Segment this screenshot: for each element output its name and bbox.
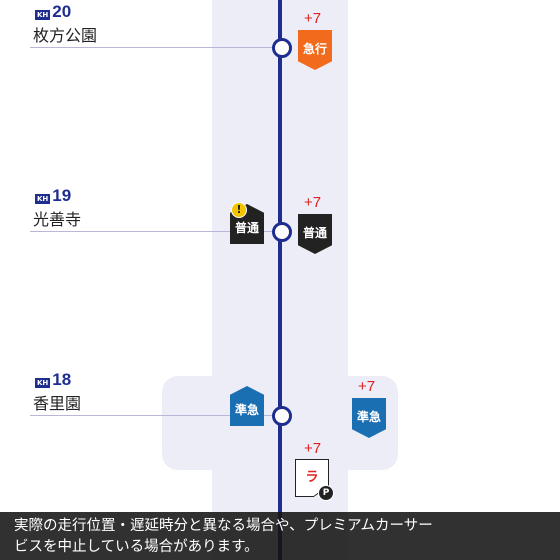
station-code-kh19: KH 19	[35, 186, 72, 205]
delay-label: +7	[304, 440, 322, 457]
delay-label: +7	[304, 10, 322, 27]
station-marker-kh19[interactable]	[272, 222, 292, 242]
station-number: 19	[52, 186, 72, 205]
station-marker-kh18[interactable]	[272, 406, 292, 426]
station-number: 18	[52, 370, 72, 389]
train-semi-express-up[interactable]: 準急	[230, 386, 264, 426]
train-type-label: 準急	[356, 409, 381, 424]
station-marker-kh20[interactable]	[272, 38, 292, 58]
station-code-kh20: KH 20	[35, 2, 72, 21]
notice-line-2: ビスを中止している場合があります。	[14, 539, 259, 555]
notice-banner: 実際の走行位置・遅延時分と異なる場合や、プレミアムカーサー ビスを中止している場…	[0, 512, 560, 560]
station-divider	[30, 231, 280, 232]
train-express[interactable]: 急行	[298, 30, 332, 70]
notice-line-1: 実際の走行位置・遅延時分と異なる場合や、プレミアムカーサー	[14, 518, 433, 534]
station-code-kh18: KH 18	[35, 370, 72, 389]
delay-label: +7	[304, 194, 322, 211]
station-number: 20	[52, 2, 72, 21]
rail-line	[278, 0, 282, 560]
train-local-down[interactable]: 普通	[298, 214, 332, 254]
premium-car-icon: P	[318, 485, 334, 501]
line-code-badge: KH	[35, 194, 51, 204]
delay-label: +7	[358, 378, 376, 395]
warning-icon: !	[231, 202, 247, 218]
station-name-hirakatakoen[interactable]: 枚方公園	[33, 26, 98, 45]
line-code-badge: KH	[35, 10, 51, 20]
line-code-badge: KH	[35, 378, 51, 388]
station-name-korien[interactable]: 香里園	[33, 394, 82, 413]
train-type-label: 普通	[234, 220, 259, 235]
train-semi-express-down[interactable]: 準急	[352, 398, 386, 438]
train-type-label: 準急	[234, 402, 259, 417]
train-type-label: 急行	[302, 41, 327, 56]
train-type-label: ラ	[305, 470, 319, 485]
station-name-kozenji[interactable]: 光善寺	[33, 210, 82, 229]
station-divider	[30, 415, 280, 416]
train-type-label: 普通	[302, 225, 327, 240]
station-divider	[30, 47, 280, 48]
